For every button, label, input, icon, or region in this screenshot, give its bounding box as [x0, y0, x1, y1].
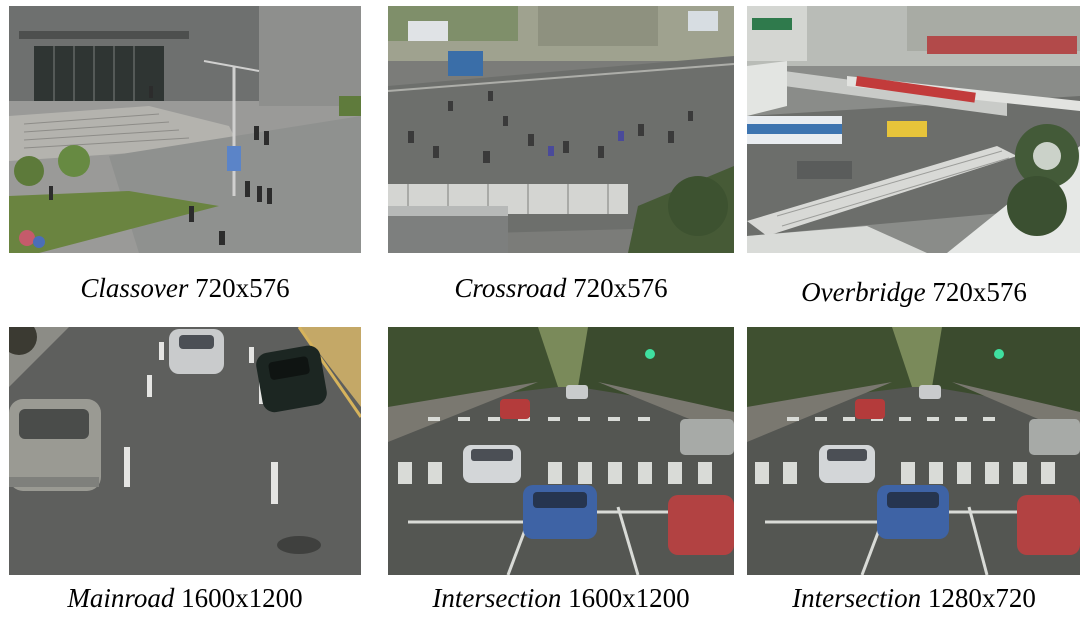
caption-name: Overbridge	[801, 277, 926, 307]
caption-crossroad: Crossroad 720x576	[381, 272, 741, 304]
caption-resolution: 720x576	[573, 273, 668, 303]
overbridge-image	[747, 6, 1080, 253]
caption-mainroad: Mainroad 1600x1200	[5, 582, 365, 614]
caption-classover: Classover 720x576	[5, 272, 365, 304]
caption-resolution: 1600x1200	[568, 583, 690, 613]
intersection-small-image	[747, 327, 1080, 575]
caption-resolution: 720x576	[195, 273, 290, 303]
caption-overbridge: Overbridge 720x576	[734, 276, 1088, 308]
caption-resolution: 720x576	[932, 277, 1027, 307]
caption-name: Intersection	[792, 583, 922, 613]
caption-resolution: 1280x720	[927, 583, 1036, 613]
caption-name: Classover	[80, 273, 189, 303]
mainroad-image	[9, 327, 361, 575]
caption-intersection-large: Intersection 1600x1200	[381, 582, 741, 614]
classover-image	[9, 6, 361, 253]
caption-name: Mainroad	[67, 583, 175, 613]
crossroad-image	[388, 6, 734, 253]
caption-intersection-small: Intersection 1280x720	[734, 582, 1088, 614]
caption-name: Intersection	[432, 583, 562, 613]
intersection-large-image	[388, 327, 734, 575]
caption-name: Crossroad	[454, 273, 567, 303]
caption-resolution: 1600x1200	[181, 583, 303, 613]
